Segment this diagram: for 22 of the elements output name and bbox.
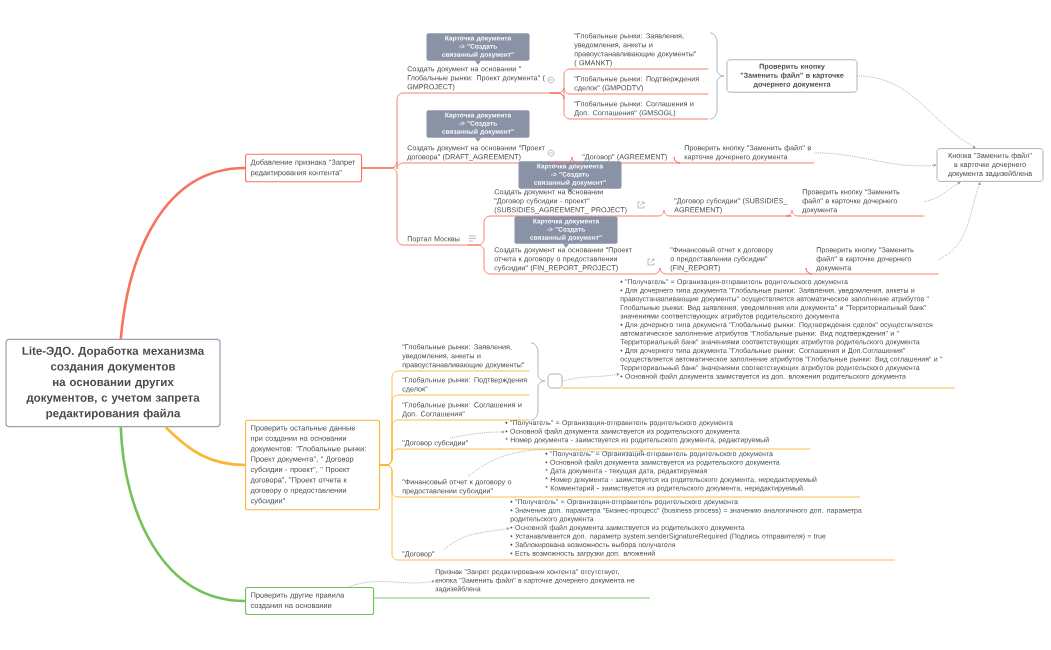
relationship-arrow xyxy=(467,449,644,478)
branch-line xyxy=(379,464,401,561)
relationship-arrow xyxy=(444,527,510,550)
branch-line xyxy=(119,166,246,339)
branch-line xyxy=(164,426,246,467)
branch-line xyxy=(635,209,673,217)
branch-line xyxy=(673,156,683,164)
relationship-arrow xyxy=(449,430,505,439)
branch-line xyxy=(805,267,815,275)
relationship-arrow xyxy=(924,181,961,202)
branch-line xyxy=(548,92,573,120)
branch-line xyxy=(785,209,801,217)
relationship-arrow xyxy=(347,580,435,588)
relationship-arrow xyxy=(857,75,976,149)
relationship-arrow xyxy=(938,182,981,260)
branch-line xyxy=(548,156,581,164)
branch-line xyxy=(645,267,669,275)
central-topic-box: Lite-ЭДО. Доработка механизма создания документов на основании других документов, с учетом запрета редактирования файла xyxy=(5,338,221,428)
relationship-arrow xyxy=(814,152,937,167)
branch-line xyxy=(119,427,246,603)
summary-box xyxy=(547,373,563,389)
relationship-arrow xyxy=(562,373,620,382)
